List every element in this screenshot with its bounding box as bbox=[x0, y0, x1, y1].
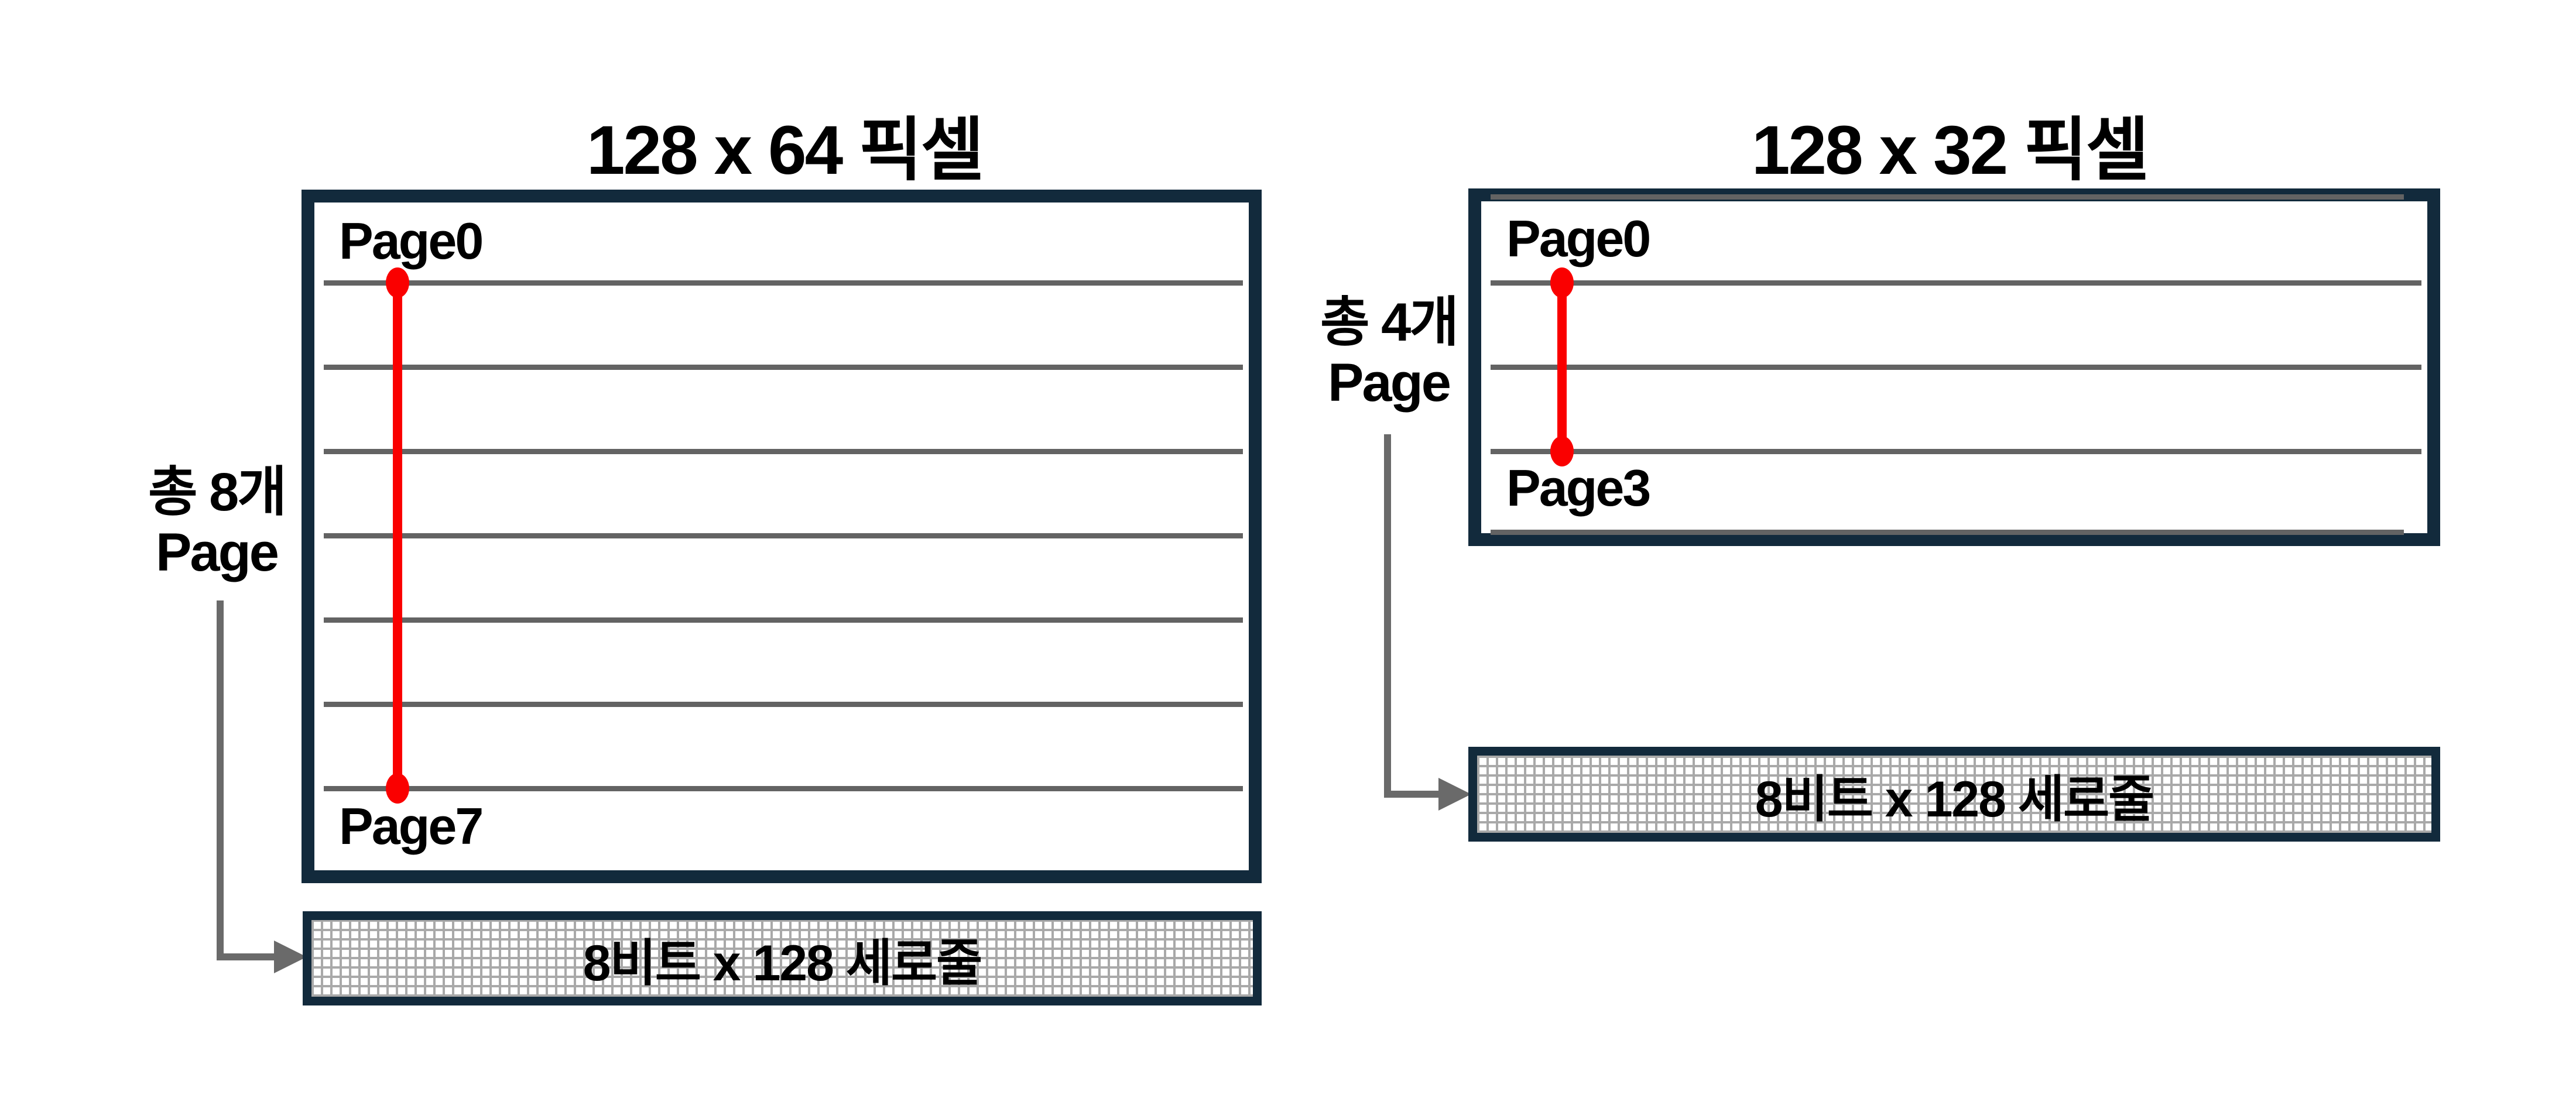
column-marker-line bbox=[393, 283, 402, 788]
left-total-pages-label: 총 8개 Page bbox=[100, 462, 334, 583]
right-display-box-128x32: Page0 Page3 bbox=[1468, 188, 2440, 546]
page-divider-line bbox=[324, 280, 1243, 286]
column-marker-dot-bottom bbox=[386, 773, 409, 804]
left-total-pages-line1: 총 8개 bbox=[148, 462, 287, 522]
right-byte-column-box: 8비트 x 128 세로줄 bbox=[1468, 747, 2440, 842]
page-divider-line bbox=[324, 449, 1243, 454]
right-arrow-vertical-segment bbox=[1384, 434, 1391, 798]
right-page3-label: Page3 bbox=[1506, 459, 1651, 517]
right-total-pages-line1: 총 4개 bbox=[1320, 293, 1459, 352]
right-byte-column-label: 8비트 x 128 세로줄 bbox=[1755, 771, 2154, 828]
left-panel-title: 128 x 64 픽셀 bbox=[586, 112, 984, 189]
left-arrow-vertical-segment bbox=[217, 600, 224, 960]
left-page0-label: Page0 bbox=[339, 212, 484, 270]
column-marker-dot-top bbox=[1550, 267, 1574, 298]
right-total-pages-label: 총 4개 Page bbox=[1272, 293, 1506, 413]
page-divider-line bbox=[1491, 365, 2421, 370]
left-total-pages-line2: Page bbox=[156, 523, 279, 583]
right-total-pages-line2: Page bbox=[1328, 353, 1451, 413]
left-display-box-128x64: Page0 Page7 bbox=[302, 190, 1262, 883]
left-byte-column-box: 8비트 x 128 세로줄 bbox=[303, 911, 1262, 1005]
page-divider-line bbox=[1491, 280, 2421, 286]
left-byte-column-label: 8비트 x 128 세로줄 bbox=[583, 935, 982, 991]
right-arrow-head bbox=[1438, 778, 1471, 811]
left-display-area: Page0 Page7 bbox=[314, 203, 1249, 870]
page-divider-line bbox=[1491, 449, 2421, 454]
right-arrow-horizontal-segment bbox=[1384, 791, 1440, 798]
left-arrow-horizontal-segment bbox=[217, 953, 275, 960]
column-marker-line bbox=[1557, 283, 1567, 451]
page-divider-line bbox=[1491, 530, 2404, 535]
right-page0-label: Page0 bbox=[1506, 210, 1651, 267]
page-divider-line bbox=[324, 617, 1243, 623]
right-display-area: Page0 Page3 bbox=[1481, 194, 2427, 535]
right-panel-title: 128 x 32 픽셀 bbox=[1751, 112, 2149, 189]
page-divider-line bbox=[324, 786, 1243, 791]
page-divider-line bbox=[324, 365, 1243, 370]
page-divider-line bbox=[324, 702, 1243, 707]
page-divider-line bbox=[324, 533, 1243, 538]
left-arrow-head bbox=[274, 941, 307, 973]
column-marker-dot-top bbox=[386, 267, 409, 298]
page-divider-line bbox=[1491, 194, 2404, 200]
left-page7-label: Page7 bbox=[339, 797, 484, 855]
column-marker-dot-bottom bbox=[1550, 436, 1574, 466]
